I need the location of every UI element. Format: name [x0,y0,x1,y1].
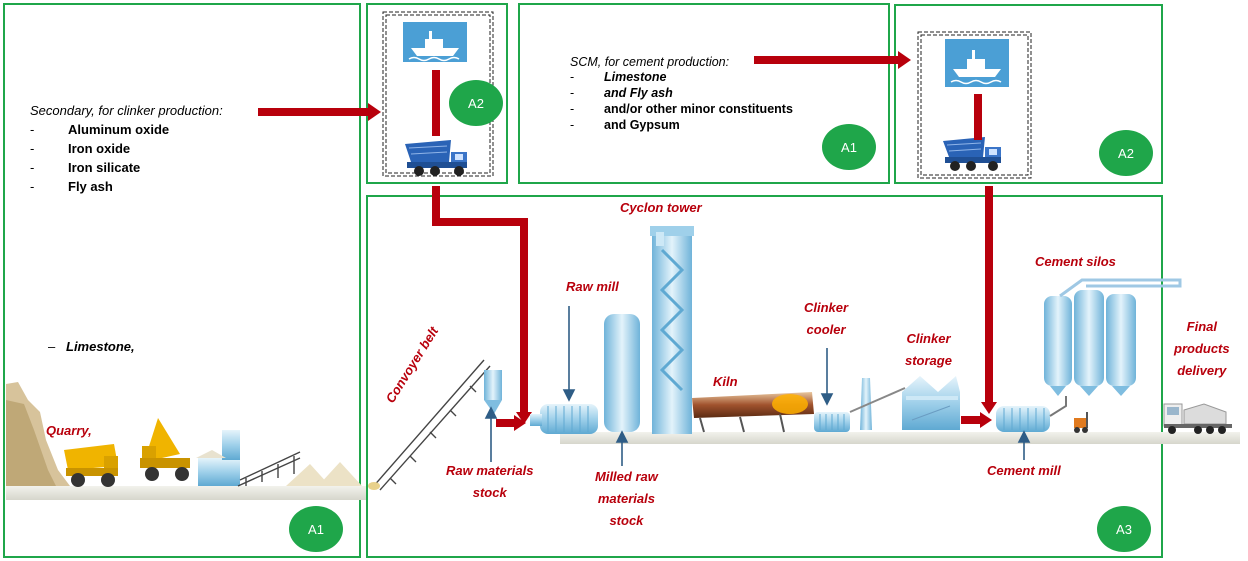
list-item: -and/or other minor constituents [570,102,793,116]
quarry-truck-icon [64,444,118,487]
list-item: -Aluminum oxide [30,122,170,137]
raw-stock-hopper-icon [484,370,502,414]
ground-quarry [6,486,366,500]
red-arrows [258,51,997,431]
label-cyclon-tower: Cyclon tower [620,200,702,215]
conveyor-icon [237,451,301,487]
dump-truck-icon [943,137,1001,171]
badge-a1-right: A1 [822,124,876,170]
label-quarry: Quarry, [46,423,92,438]
tanker-truck-icon [1163,403,1232,434]
conveyor-icon [371,359,491,491]
scm-heading: SCM, for cement production: [570,55,730,69]
dashed-frame-right [917,31,1032,179]
list-item: -Limestone [570,70,667,84]
box-a2-right [894,4,1163,184]
ground-plant [560,432,1240,444]
kiln-icon [692,392,814,433]
badge-a2-left: A2 [449,80,503,126]
list-item: -and Gypsum [570,118,680,132]
stockpile [286,462,362,486]
badge-a1-left: A1 [289,506,343,552]
cyclone-tower-icon [650,226,694,434]
quarry-truck-icon [140,418,190,481]
label-raw-mill: Raw mill [566,279,619,294]
storage-icon [849,376,960,430]
badge-a3: A3 [1097,506,1151,552]
ship-icon [945,39,1009,87]
label-kiln: Kiln [713,374,738,389]
crusher-icon [196,430,240,486]
pointer-arrows [484,306,1031,466]
box-a1-left [3,3,361,558]
list-item: -Fly ash [30,179,113,194]
raw-mill-silo-icon [604,314,640,432]
forklift-icon [1074,412,1088,433]
limestone-item: –Limestone, [48,339,135,354]
raw-mill-icon [530,404,598,434]
badge-a2-right: A2 [1099,130,1153,176]
box-a2-left [366,3,508,184]
list-item: -and Fly ash [570,86,673,100]
scm-list: SCM, for cement production: -Limestone -… [570,55,793,133]
secondary-heading: Secondary, for clinker production: [30,103,223,118]
list-item: -Iron silicate [30,160,141,175]
label-cement-silos: Cement silos [1035,254,1116,269]
cement-mill-icon [996,396,1067,432]
box-a1-right [518,3,890,184]
ship-icon [403,22,467,62]
cooler-icon [814,412,850,432]
dump-truck-icon [405,140,467,176]
secondary-list: Secondary, for clinker production: -Alum… [30,103,223,196]
silo-icon [1044,278,1182,396]
label-cement-mill: Cement mill [987,463,1061,478]
list-item: -Iron oxide [30,141,131,156]
box-a3 [366,195,1163,558]
